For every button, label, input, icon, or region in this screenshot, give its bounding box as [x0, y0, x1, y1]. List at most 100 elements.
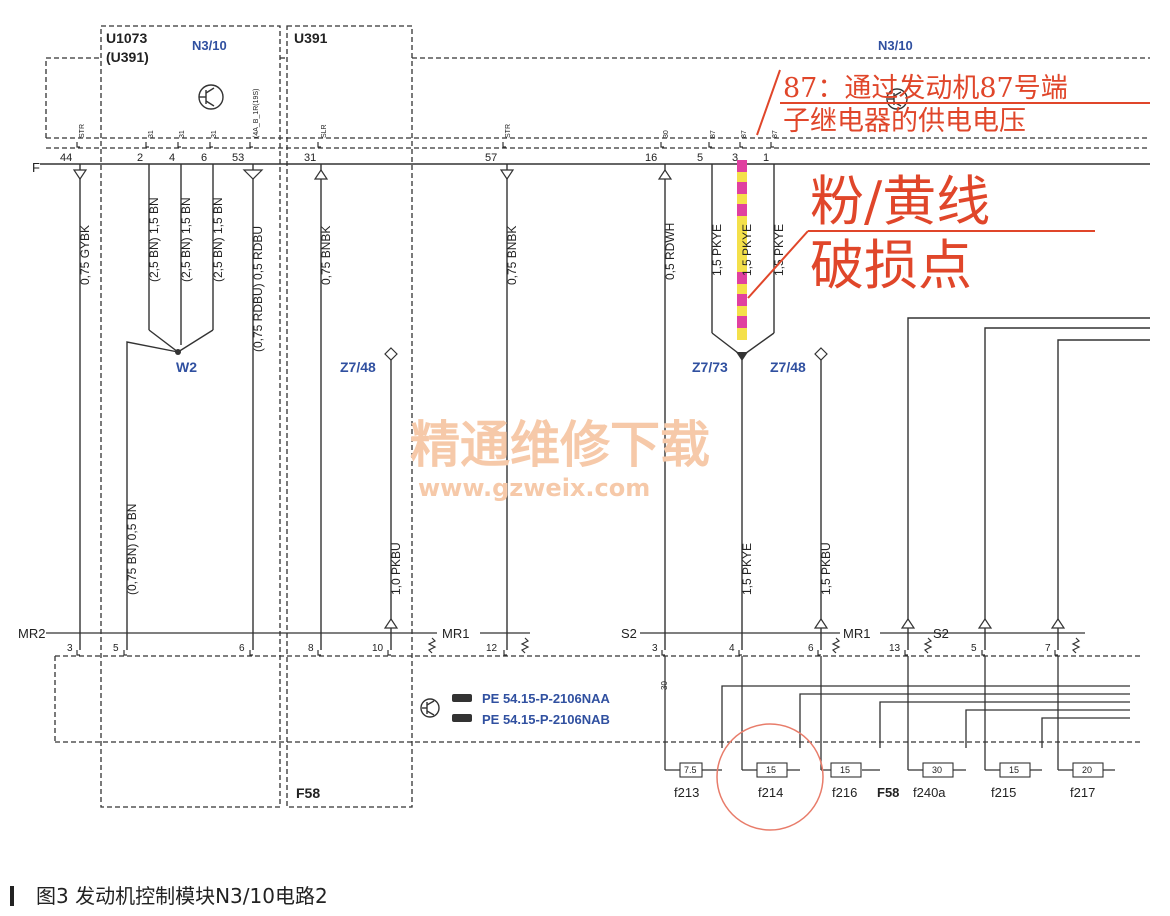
wire-labels: 0,75 GYBK (2,5 BN) 1,5 BN (2,5 BN) 1,5 B… — [78, 197, 833, 595]
pin-tag: 31 — [148, 130, 155, 138]
wire-label-w44: 0,75 GYBK — [78, 225, 92, 285]
wire-label-w3: 1,5 PKYE — [740, 224, 754, 276]
annotation-pointer-pin87 — [756, 69, 781, 136]
pin-4: 4 — [169, 152, 175, 164]
pin-tag: STR — [79, 124, 86, 138]
pin-3: 3 — [732, 152, 738, 164]
wire-label-w5: 1,5 PKYE — [710, 224, 724, 276]
splice-w2-label: W2 — [176, 359, 197, 375]
connector-s2a-label: S2 — [621, 626, 637, 641]
fuse-rating: 7.5 — [684, 765, 697, 775]
pin: 10 — [372, 643, 384, 654]
fuse-name: f217 — [1070, 785, 1095, 800]
figure-caption: 图3 发动机控制模块N3/10电路2 — [10, 880, 328, 909]
fuse-f240a — [922, 762, 954, 778]
wire-label-pkbu2: 1,5 PKBU — [819, 542, 833, 595]
pin-2: 2 — [137, 152, 143, 164]
wire-label-w5-lower: (0,75 BN) 0,5 BN — [125, 504, 139, 595]
connector-s2b-label: S2 — [933, 626, 949, 641]
fuse-name: f216 — [832, 785, 857, 800]
annotation-damage-line2: 破损点 — [810, 234, 972, 297]
module-f58-label-mid: F58 — [877, 785, 899, 800]
module-outlines — [45, 25, 1150, 808]
wire-label-w31: 0,75 BNBK — [319, 226, 333, 285]
annotation-damage-line1: 粉/黄线 — [810, 170, 990, 233]
pin-tag: 31 — [179, 130, 186, 138]
fuse-f215 — [999, 762, 1031, 778]
pin-tag: 31 — [211, 130, 218, 138]
fuse-name: f213 — [674, 785, 699, 800]
pin: 6 — [239, 643, 245, 654]
pin: 12 — [486, 643, 498, 654]
fuse-rating: 15 — [766, 765, 776, 775]
module-f58-label-bottom: F58 — [296, 785, 320, 801]
pin-5: 5 — [697, 152, 703, 164]
fuse-f214 — [756, 762, 788, 778]
wire-label-pkye-low: 1,5 PKYE — [740, 543, 754, 595]
module-n310-label-left: N3/10 — [192, 38, 227, 53]
wire-label-w53: (0,75 RDBU) 0,5 RDBU — [251, 226, 265, 352]
pin-tag: 87 — [741, 130, 748, 138]
rail-f-label: F — [32, 160, 40, 175]
pin-53: 53 — [232, 152, 244, 164]
splice-arrow — [736, 352, 748, 361]
transistor-icon — [198, 84, 224, 110]
feed-lines — [664, 656, 1130, 770]
pin: 7 — [1045, 643, 1051, 654]
pin-6: 6 — [201, 152, 207, 164]
wire-label-w6: (2,5 BN) 1,5 BN — [211, 197, 225, 282]
pin: 4 — [729, 643, 735, 654]
top-connector-ticks — [76, 142, 774, 148]
hand-pointer-icons — [452, 694, 472, 722]
wire-label-pkbu1: 1,0 PKBU — [389, 542, 403, 595]
splice-w2-dot — [175, 349, 181, 355]
shield-symbols — [427, 637, 1081, 654]
module-u1073-box — [100, 25, 281, 808]
pin: 3 — [67, 643, 73, 654]
pin: 5 — [971, 643, 977, 654]
fuse-rating: 30 — [932, 765, 942, 775]
splice-z748a-label: Z7/48 — [340, 359, 376, 375]
fuse-name: f215 — [991, 785, 1016, 800]
connector-mr1a-label: MR1 — [442, 626, 469, 641]
pin-1: 1 — [763, 152, 769, 164]
f214-highlight-circle — [716, 723, 824, 831]
top-pin-tags: STR 31 31 31 (4A_B_1R(19S) SLR STR 30 87… — [79, 89, 779, 138]
module-u391-box — [286, 25, 413, 808]
pin-44: 44 — [60, 152, 72, 164]
pin: 5 — [113, 643, 119, 654]
annotation-pointer-damage — [747, 230, 809, 299]
bottom-connector-ticks — [76, 650, 1058, 656]
pin-tag: STR — [505, 124, 512, 138]
transistor-icon-right — [886, 88, 908, 110]
splice-z773-label: Z7/73 — [692, 359, 728, 375]
fuse-f213 — [679, 762, 703, 778]
annotation-pin87-line1: 87：通过发动机87号端 — [783, 73, 1068, 104]
fuse-name: f240a — [913, 785, 946, 800]
pin-16: 16 — [645, 152, 657, 164]
watermark-line2: www.gzweix.com — [418, 474, 650, 502]
pin-tag: (4A_B_1R(19S) — [253, 89, 260, 138]
pe-ref-nab: PE 54.15-P-2106NAB — [482, 712, 610, 727]
damaged-wire-segment — [737, 160, 747, 340]
pin-tag: 87 — [710, 130, 717, 138]
wires — [79, 164, 1150, 650]
pin-tag: 87 — [772, 130, 779, 138]
fuse-block: 7.5 15 15 30 15 20 f213 f214 f216 f240a … — [665, 762, 1115, 800]
fuse-f216 — [830, 762, 862, 778]
caption-bar — [10, 886, 14, 906]
wire-label-w4: (2,5 BN) 1,5 BN — [179, 197, 193, 282]
pin: 3 — [652, 643, 658, 654]
annotation-pin87-line2: 子继电器的供电电压 — [783, 106, 1026, 137]
wire-arrows — [72, 168, 1066, 629]
pin-tag: 30 — [663, 130, 670, 138]
wire-label-w57: 0,75 BNBK — [505, 226, 519, 285]
fuse-name: f214 — [758, 785, 783, 800]
fuse-rating: 15 — [1009, 765, 1019, 775]
module-n310-label-right: N3/10 — [878, 38, 913, 53]
wire-label-w2: (2,5 BN) 1,5 BN — [147, 197, 161, 282]
module-u391-label: U391 — [294, 30, 328, 46]
pin-31: 31 — [304, 152, 316, 164]
pin: 6 — [808, 643, 814, 654]
connector-mr2-label: MR2 — [18, 626, 45, 641]
